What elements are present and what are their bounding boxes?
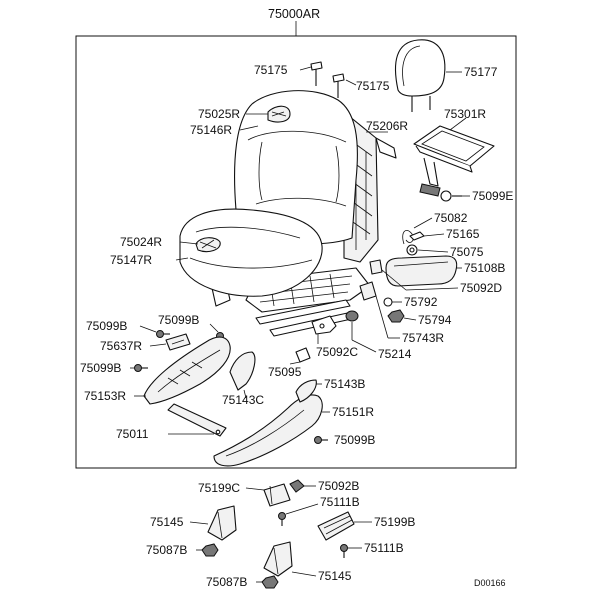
cover-75145-upper <box>207 505 237 541</box>
callout-75175-b: 75175 <box>356 79 390 93</box>
assembly-number: 75000AR <box>268 7 320 21</box>
nut-75087b-upper <box>201 543 219 557</box>
bolt-75111b-lower <box>340 544 348 558</box>
cap-75092d <box>369 259 383 275</box>
callout-75143c: 75143C <box>222 393 264 407</box>
seat-cushion <box>179 208 323 297</box>
armrest <box>385 255 458 287</box>
callout-75301r: 75301R <box>444 107 486 121</box>
assembly-frame <box>75 35 517 469</box>
callout-75087b-b: 75087B <box>206 575 247 589</box>
headrest-guide-pin-right <box>332 73 345 98</box>
handle-75637r <box>165 333 191 351</box>
callout-75214: 75214 <box>378 347 412 361</box>
callout-75165: 75165 <box>446 227 480 241</box>
bolt-75111b-upper <box>278 512 286 526</box>
callout-75146r: 75146R <box>190 123 232 137</box>
callout-75153r: 75153R <box>84 389 126 403</box>
seat-tray <box>413 125 495 197</box>
callout-75092c: 75092C <box>316 345 358 359</box>
cover-75145-lower <box>263 541 293 577</box>
pin-75165 <box>409 231 425 241</box>
callout-75099b-b: 75099B <box>158 313 199 327</box>
screw-75792 <box>383 297 393 307</box>
callout-75145-a: 75145 <box>150 515 184 529</box>
callout-75024r: 75024R <box>120 235 162 249</box>
nut-75794 <box>387 309 405 323</box>
callout-75075: 75075 <box>450 245 484 259</box>
clip-75095 <box>295 347 311 363</box>
callout-75199b: 75199B <box>374 515 415 529</box>
cover-piece-75143c <box>229 351 256 391</box>
callout-75199c: 75199C <box>198 481 240 495</box>
callout-75111b-a: 75111B <box>320 495 360 509</box>
callout-75792: 75792 <box>404 295 438 309</box>
bolt-75099b-upper-left <box>156 330 170 338</box>
callout-75099e: 75099E <box>472 189 513 203</box>
callout-75092b: 75092B <box>318 479 359 493</box>
callout-75794: 75794 <box>418 313 452 327</box>
cap-75199c <box>263 483 291 507</box>
callout-75011: 75011 <box>116 427 149 441</box>
callout-75143b: 75143B <box>324 377 365 391</box>
spring-clip-75082 <box>402 230 414 245</box>
headrest <box>395 39 446 112</box>
callout-75743r: 75743R <box>402 331 444 345</box>
callout-75092d: 75092D <box>460 281 502 295</box>
nut-75087b-lower <box>261 575 279 589</box>
cap-75092b <box>289 479 305 493</box>
bracket-75092c <box>311 315 337 335</box>
bolt-75099b-mid <box>134 364 148 372</box>
washer-75075 <box>406 244 418 256</box>
screw-75099e <box>440 190 462 202</box>
callout-75111b-b: 75111B <box>364 541 404 555</box>
callout-75087b-a: 75087B <box>146 543 187 557</box>
trim-strip-75011 <box>167 403 227 437</box>
bolt-75099b-lower <box>314 436 328 444</box>
callout-75177: 75177 <box>464 65 498 79</box>
callout-75082: 75082 <box>434 211 468 225</box>
drawing-code: D00166 <box>474 578 506 588</box>
callout-75099b-c: 75099B <box>80 361 121 375</box>
callout-75637r: 75637R <box>100 339 142 353</box>
callout-75151r: 75151R <box>332 405 374 419</box>
cover-piece-75143b <box>295 379 317 403</box>
callout-75108b: 75108B <box>464 261 505 275</box>
side-cover-75151r <box>213 394 323 467</box>
callout-75206r: 75206R <box>366 119 408 133</box>
callout-75025r: 75025R <box>198 107 240 121</box>
headrest-guide-pin-left <box>310 61 323 86</box>
callout-75099b-d: 75099B <box>334 433 375 447</box>
callout-75147r: 75147R <box>110 253 152 267</box>
lever-75743r <box>359 281 377 301</box>
callout-75145-b: 75145 <box>318 569 352 583</box>
seat-back <box>234 90 358 245</box>
callout-75095: 75095 <box>268 365 302 379</box>
side-cover-75153r <box>143 336 231 405</box>
cap-75199b <box>317 511 355 541</box>
callout-75099b-a: 75099B <box>86 319 127 333</box>
knob-75214 <box>345 310 359 322</box>
callout-75175-a: 75175 <box>254 63 288 77</box>
